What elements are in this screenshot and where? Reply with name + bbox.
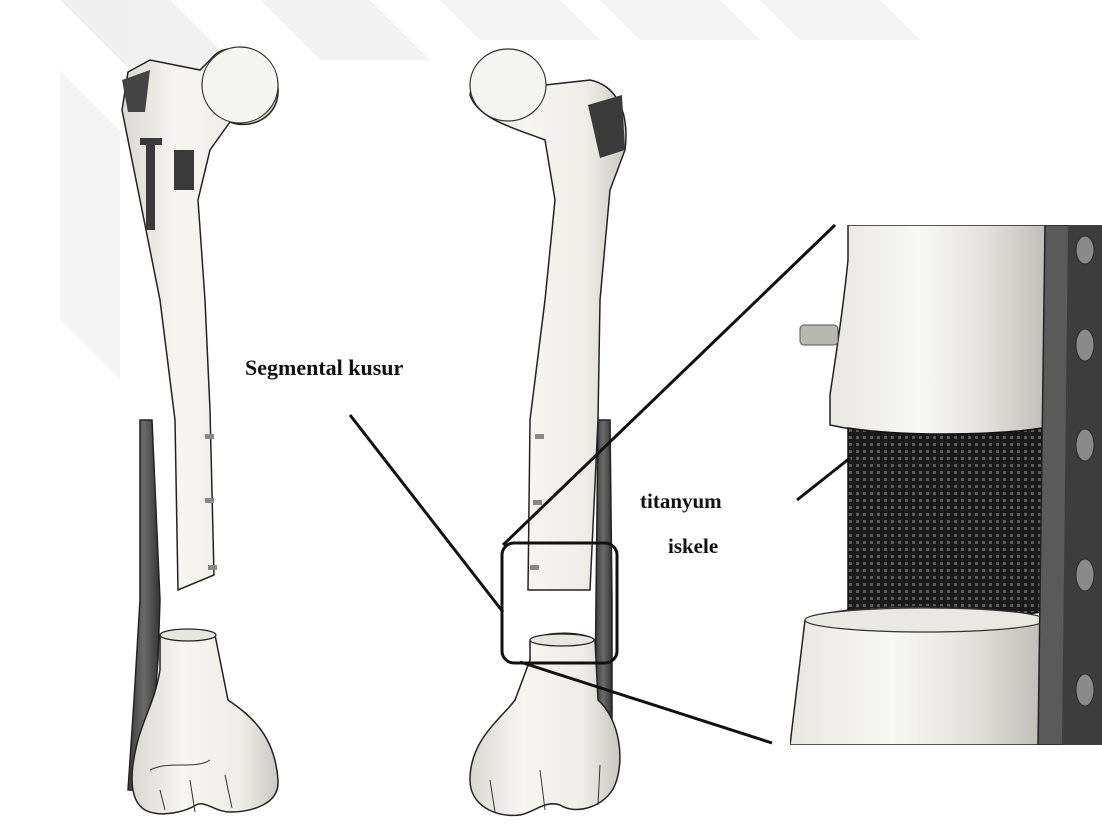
middle-pin-2 [533,500,542,505]
left-pin-1 [205,434,214,439]
left-pin-3 [208,565,217,570]
zoom-upper-bone [830,225,1050,437]
middle-defect-top-surface [530,634,594,646]
scaffold-label-line1: titanyum [640,489,722,513]
left-femoral-head [202,47,278,123]
left-defect-top-surface [160,629,216,641]
left-screw-2 [174,150,194,190]
middle-femur [470,49,626,815]
scaffold-label-line2: iskele [668,534,718,558]
scaffold-pointer-line [797,458,850,500]
left-pin-2 [205,498,214,503]
defect-pointer-line [350,415,503,612]
zoom-inset [790,225,1102,745]
left-femur [122,47,278,814]
middle-pin-3 [530,565,539,570]
left-screw-1-cap [140,138,162,145]
middle-pin-1 [535,434,544,439]
titanium-scaffold [848,428,1042,618]
left-screw-1 [146,140,155,230]
middle-femoral-head [470,49,546,121]
segmental-defect-label: Segmental kusur [245,355,404,380]
zoom-pin [800,325,838,345]
